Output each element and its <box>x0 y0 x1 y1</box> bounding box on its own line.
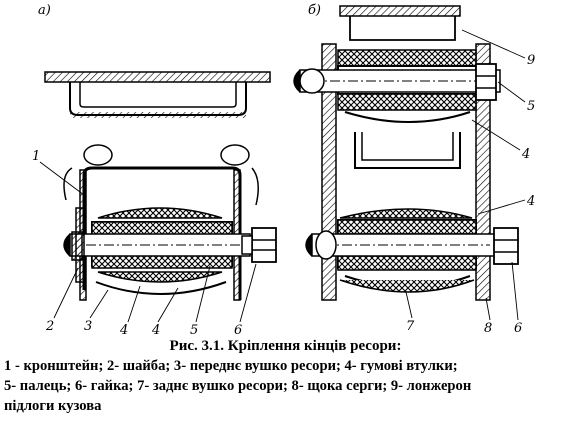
callout-a-1: 1 <box>32 149 40 164</box>
callout-a-2: 2 <box>45 319 54 334</box>
caption-line-2: 5- палець; 6- гайка; 7- заднє вушко ресо… <box>4 378 472 394</box>
callout-a-4a: 4 <box>119 323 128 338</box>
figure-caption: Рис. 3.1. Кріплення кінців ресори: 1 - к… <box>0 336 571 416</box>
technical-drawing: а) б) 1 2 3 4 4 5 6 9 5 4 4 7 8 6 <box>32 3 535 338</box>
drawing-b <box>293 5 519 301</box>
callout-a-5: 5 <box>190 323 198 338</box>
caption-line-1: 1 - кронштейн; 2- шайба; 3- переднє вушк… <box>4 358 458 374</box>
drawing-a <box>44 71 277 301</box>
panel-label-b: б) <box>308 3 321 18</box>
callout-b-4b: 4 <box>526 194 535 209</box>
callout-b-9: 9 <box>527 53 535 68</box>
callout-a-6: 6 <box>234 323 242 338</box>
callout-b-5: 5 <box>527 99 535 114</box>
callout-b-6: 6 <box>514 321 522 336</box>
callout-b-4a: 4 <box>521 147 530 162</box>
leader-lines <box>39 29 526 323</box>
callout-b-7: 7 <box>406 319 415 334</box>
callout-b-8: 8 <box>484 321 492 336</box>
caption-title: Рис. 3.1. Кріплення кінців ресори: <box>169 338 402 354</box>
callout-a-4b: 4 <box>151 323 160 338</box>
panel-label-a: а) <box>38 3 51 18</box>
caption-line-3: підлоги кузова <box>4 398 102 414</box>
callout-a-3: 3 <box>84 319 92 334</box>
